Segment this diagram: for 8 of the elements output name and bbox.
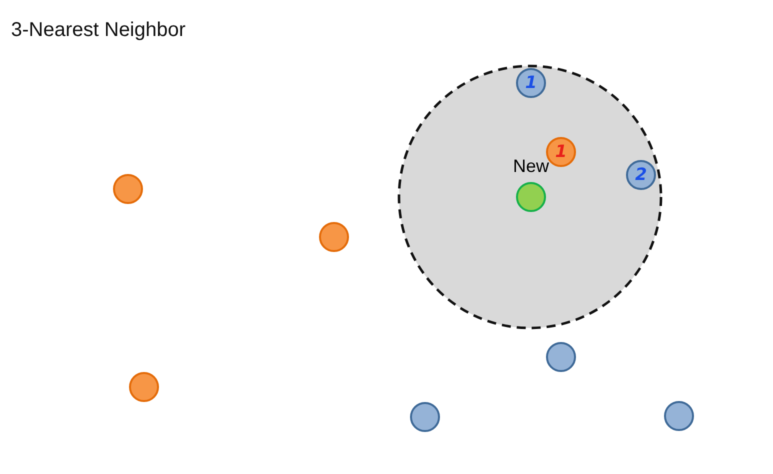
data-point <box>410 402 440 432</box>
diagram-title: 3-Nearest Neighbor <box>11 19 186 42</box>
point-label: New <box>512 156 549 176</box>
data-point <box>319 222 349 252</box>
data-point <box>113 174 143 204</box>
data-point <box>129 372 159 402</box>
data-point <box>546 342 576 372</box>
data-point <box>664 401 694 431</box>
